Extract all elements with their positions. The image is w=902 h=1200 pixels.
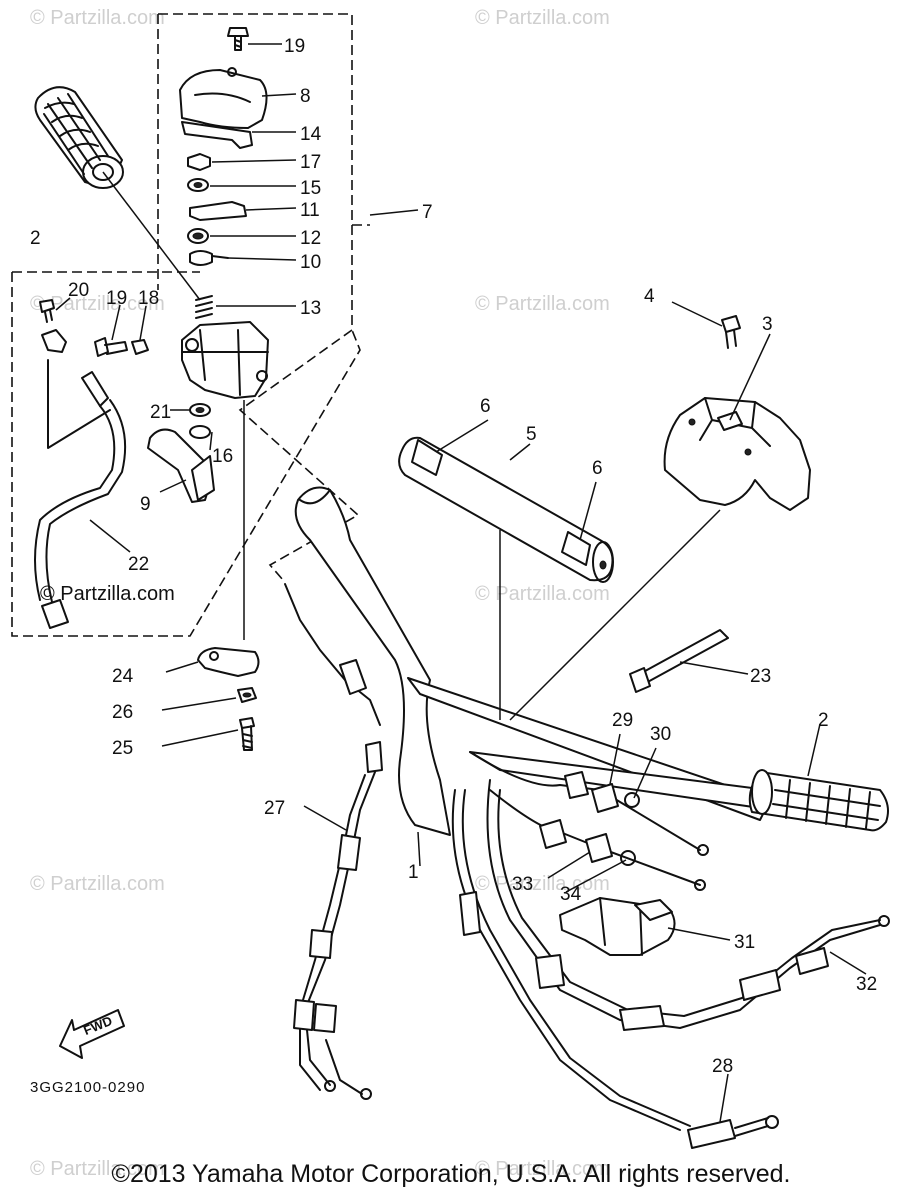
callout-10: 10 [300, 252, 321, 273]
cable-tie [629, 629, 729, 693]
watermark: © Partzilla.com [475, 293, 610, 315]
callout-2: 2 [30, 228, 41, 249]
handlebar [294, 486, 771, 836]
callout-9: 9 [140, 494, 151, 515]
callout-17: 17 [300, 152, 321, 173]
watermark: © Partzilla.com [475, 873, 610, 895]
hand-guard [663, 315, 811, 511]
watermark: © Partzilla.com [30, 293, 165, 315]
callout-14: 14 [300, 124, 322, 145]
callout-19: 19 [284, 36, 305, 57]
callout-32: 32 [856, 974, 877, 995]
callout-2: 2 [818, 710, 829, 731]
control-cables [451, 751, 890, 1149]
callout-15: 15 [300, 178, 321, 199]
fwd-arrow-icon: FWD [59, 1009, 125, 1059]
right-grip [748, 769, 889, 832]
callout-34: 34 [560, 884, 582, 905]
callout-24: 24 [112, 666, 134, 687]
callout-30: 30 [650, 724, 671, 745]
callout-12: 12 [300, 228, 321, 249]
callout-28: 28 [712, 1056, 733, 1077]
holder-parts [197, 647, 260, 751]
callout-20: 20 [68, 280, 89, 301]
assembly-outline-left [11, 271, 361, 637]
watermark: © Partzilla.com [475, 583, 610, 605]
watermark: © Partzilla.com [30, 7, 165, 29]
callout-6: 6 [480, 396, 491, 417]
callout-11: 11 [300, 200, 320, 221]
callout-33: 33 [512, 874, 533, 895]
callout-7: 7 [422, 202, 433, 223]
callout-25: 25 [112, 738, 133, 759]
left-grip [34, 86, 124, 189]
watermark: © Partzilla.com [30, 1158, 165, 1180]
copyright-notice: ©2013 Yamaha Motor Corporation, U.S.A. A… [111, 1160, 791, 1188]
callout-26: 26 [112, 702, 133, 723]
callout-29: 29 [612, 710, 633, 731]
callout-1: 1 [408, 862, 419, 883]
callout-13: 13 [300, 298, 321, 319]
watermark: © Partzilla.com [475, 1158, 610, 1180]
callout-22: 22 [128, 554, 149, 575]
callout-31: 31 [734, 932, 755, 953]
callout-3: 3 [762, 314, 773, 335]
leader-lines [55, 43, 867, 1123]
watermark-dark: © Partzilla.com [40, 583, 175, 605]
callout-16: 16 [212, 446, 233, 467]
callout-27: 27 [264, 798, 285, 819]
diagram-code: 3GG2100-0290 [30, 1079, 145, 1096]
watermark: © Partzilla.com [475, 7, 610, 29]
callout-21: 21 [150, 402, 171, 423]
callout-19: 19 [106, 288, 127, 309]
watermark: © Partzilla.com [30, 873, 165, 895]
throttle-assembly [147, 27, 269, 503]
callout-23: 23 [750, 666, 771, 687]
callout-layer: 19 8 14 17 15 11 12 10 7 13 2 20 19 18 2… [30, 36, 877, 1077]
callout-4: 4 [644, 286, 655, 307]
throttle-cable [284, 583, 383, 1100]
callout-5: 5 [526, 424, 537, 445]
callout-6: 6 [592, 458, 603, 479]
left-switch-parts [34, 299, 149, 629]
callout-8: 8 [300, 86, 311, 107]
crossbar-pad [398, 436, 614, 583]
callout-18: 18 [138, 288, 159, 309]
watermark-layer: © Partzilla.com © Partzilla.com © Partzi… [30, 7, 610, 1180]
